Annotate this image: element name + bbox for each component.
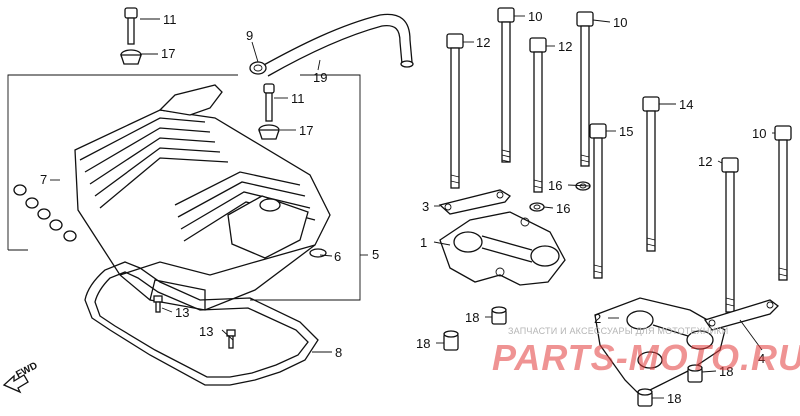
callout-2: 2: [594, 311, 601, 326]
callout-11: 11: [163, 12, 177, 27]
bolt-13-lower: [226, 329, 236, 349]
callout-10: 10: [528, 9, 542, 24]
callout-12: 12: [476, 35, 490, 50]
stud-10-b: [576, 11, 594, 167]
callout-13: 13: [175, 305, 189, 320]
watermark-logo: PARTS-MOTO.RU: [492, 337, 800, 378]
oil-guide-plate-3: [438, 189, 511, 215]
callout-5: 5: [372, 247, 379, 262]
grommet-set: [13, 184, 77, 242]
callout-11: 11: [291, 91, 305, 106]
bolt-13-upper: [153, 295, 163, 313]
bolt-11-upper: [120, 7, 142, 65]
stud-10-a: [497, 7, 515, 163]
callout-13: 13: [199, 324, 213, 339]
callout-19: 19: [313, 70, 327, 85]
breather-hose: [249, 13, 414, 77]
callout-12: 12: [558, 39, 572, 54]
callout-4: 4: [758, 351, 765, 366]
callout-18: 18: [416, 336, 430, 351]
callout-8: 8: [335, 345, 342, 360]
callout-17: 17: [299, 123, 313, 138]
watermark: ЗАПЧАСТИ И АКСЕССУАРЫ ДЛЯ МОТОТЕХНИКИ PA…: [492, 326, 800, 378]
stud-12-a: [446, 33, 464, 189]
leader-lines: [50, 15, 775, 399]
callout-7: 7: [40, 172, 47, 187]
callout-9: 9: [246, 28, 253, 43]
stud-12-c: [721, 157, 739, 313]
watermark-tagline: ЗАПЧАСТИ И АКСЕССУАРЫ ДЛЯ МОТОТЕХНИКИ: [508, 326, 728, 336]
oil-guide-plate-4: [703, 299, 779, 331]
stud-12-b: [529, 37, 547, 193]
callout-14: 14: [679, 97, 693, 112]
dowel-pin-18-a: [491, 306, 507, 325]
head-cover-gasket: [84, 261, 319, 386]
stud-15: [589, 123, 607, 279]
camshaft-holder-1: [439, 211, 566, 286]
callout-10: 10: [752, 126, 766, 141]
dowel-pin-18-c: [687, 364, 703, 383]
head-cover-assembly: [7, 74, 361, 311]
callout-3: 3: [422, 199, 429, 214]
bolt-11-lower: [258, 83, 280, 140]
callout-1: 1: [420, 235, 427, 250]
stud-10-c: [774, 125, 792, 281]
dowel-pin-18-b: [443, 330, 459, 351]
callout-17: 17: [161, 46, 175, 61]
camshaft-holder-2: [594, 297, 726, 396]
fwd-arrow: [2, 374, 29, 394]
dowel-pin-18-d: [637, 388, 653, 407]
callout-18: 18: [465, 310, 479, 325]
callout-10: 10: [613, 15, 627, 30]
stud-14: [642, 96, 660, 252]
callout-15: 15: [619, 124, 633, 139]
callout-16: 16: [556, 201, 570, 216]
fwd-label: FWD: [14, 360, 39, 380]
callout-12: 12: [698, 154, 712, 169]
washer-16-lower: [529, 202, 545, 212]
callout-6: 6: [334, 249, 341, 264]
callout-16: 16: [548, 178, 562, 193]
callout-18: 18: [719, 364, 733, 379]
callout-18: 18: [667, 391, 681, 406]
